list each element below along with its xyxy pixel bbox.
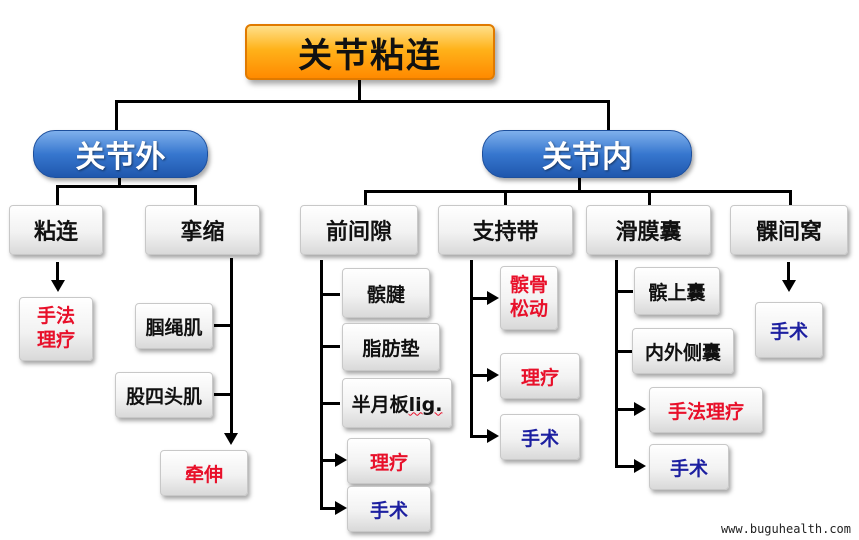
connector-to-extra: [115, 100, 118, 132]
node-intercondylar-fossa: 髁间窝: [730, 205, 848, 255]
connector-tick-hamstring: [214, 324, 232, 327]
connector-intra-2: [504, 190, 507, 207]
manual-therapy-label: 手法 理疗: [36, 305, 75, 351]
connector-extra-down: [118, 178, 121, 187]
arrow-right-icon: [487, 368, 499, 382]
arrow-right-icon: [335, 453, 347, 467]
connector-intra-1: [364, 190, 367, 207]
connector-bursa-line: [615, 260, 618, 468]
arrow-right-icon: [634, 459, 646, 473]
connector-intra-down: [578, 178, 581, 192]
node-retinaculum: 支持带: [438, 205, 573, 255]
node-bursa-manual-therapy: 手法理疗: [649, 387, 763, 433]
node-patellar-tendon: 髌腱: [342, 268, 430, 318]
connector-intra-4: [789, 190, 792, 207]
connector-to-intra: [607, 100, 610, 132]
root-node: 关节粘连: [245, 24, 495, 80]
connector-top-bar: [115, 100, 610, 103]
node-patellar-mobilization: 髌骨 松动: [500, 266, 558, 330]
node-synovial-bursa: 滑膜囊: [586, 205, 711, 255]
node-stretching: 牵伸: [160, 450, 248, 496]
connector-gap-line: [320, 260, 323, 510]
node-bursa-surgery: 手术: [649, 444, 729, 490]
meniscal-ligament-label: 半月板lig.: [351, 393, 443, 416]
node-adhesion: 粘连: [9, 205, 103, 255]
connector-tick-quadriceps: [214, 393, 232, 396]
connector-bursa-a4: [615, 465, 635, 468]
node-suprapatellar-bursa: 髌上囊: [634, 267, 720, 315]
node-extra-articular: 关节外: [33, 130, 208, 178]
patellar-mobilization-label: 髌骨 松动: [509, 274, 548, 320]
node-fat-pad: 脂肪垫: [342, 323, 440, 371]
connector-adhesion-arrow: [56, 262, 59, 280]
node-intra-articular: 关节内: [482, 130, 692, 178]
connector-bursa-t2: [615, 350, 633, 353]
connector-contracture-line: [230, 258, 233, 434]
connector-gap-t3: [320, 402, 340, 405]
connector-intra-bar: [364, 190, 792, 193]
connector-gap-a4: [320, 459, 336, 462]
node-ret-surgery: 手术: [500, 414, 580, 460]
node-meniscal-ligament: 半月板lig.: [342, 378, 452, 428]
arrow-right-icon: [335, 501, 347, 515]
node-manual-therapy: 手法 理疗: [19, 297, 93, 361]
node-gap-surgery: 手术: [347, 486, 431, 532]
arrow-down-icon: [224, 433, 238, 445]
connector-fossa-arrow: [787, 262, 790, 280]
connector-bursa-t1: [615, 290, 633, 293]
arrow-down-icon: [782, 280, 796, 292]
arrow-right-icon: [487, 429, 499, 443]
connector-ret-line: [470, 260, 473, 438]
node-fossa-surgery: 手术: [755, 302, 823, 358]
connector-ret-a1: [470, 297, 488, 300]
arrow-right-icon: [487, 291, 499, 305]
spellcheck-underline: lig.: [408, 393, 443, 416]
node-gap-physiotherapy: 理疗: [347, 438, 431, 484]
node-anterior-gap: 前间隙: [300, 205, 418, 255]
connector-gap-t2: [320, 345, 340, 348]
connector-extra-bar: [56, 185, 196, 188]
connector-ret-a3: [470, 435, 488, 438]
arrow-right-icon: [634, 402, 646, 416]
connector-extra-right: [194, 185, 197, 207]
connector-extra-left: [56, 185, 59, 207]
connector-gap-t1: [320, 293, 340, 296]
connector-intra-3: [648, 190, 651, 207]
node-medial-lateral-bursa: 内外侧囊: [632, 328, 734, 374]
connector-gap-a5: [320, 507, 336, 510]
watermark: www.buguhealth.com: [720, 522, 851, 536]
node-ret-physiotherapy: 理疗: [500, 353, 580, 399]
connector-root-down: [358, 80, 361, 103]
node-hamstring: 腘绳肌: [135, 303, 213, 349]
connector-bursa-a3: [615, 408, 635, 411]
node-quadriceps: 股四头肌: [115, 372, 213, 418]
arrow-down-icon: [51, 280, 65, 292]
node-contracture: 挛缩: [145, 205, 260, 255]
connector-ret-a2: [470, 374, 488, 377]
